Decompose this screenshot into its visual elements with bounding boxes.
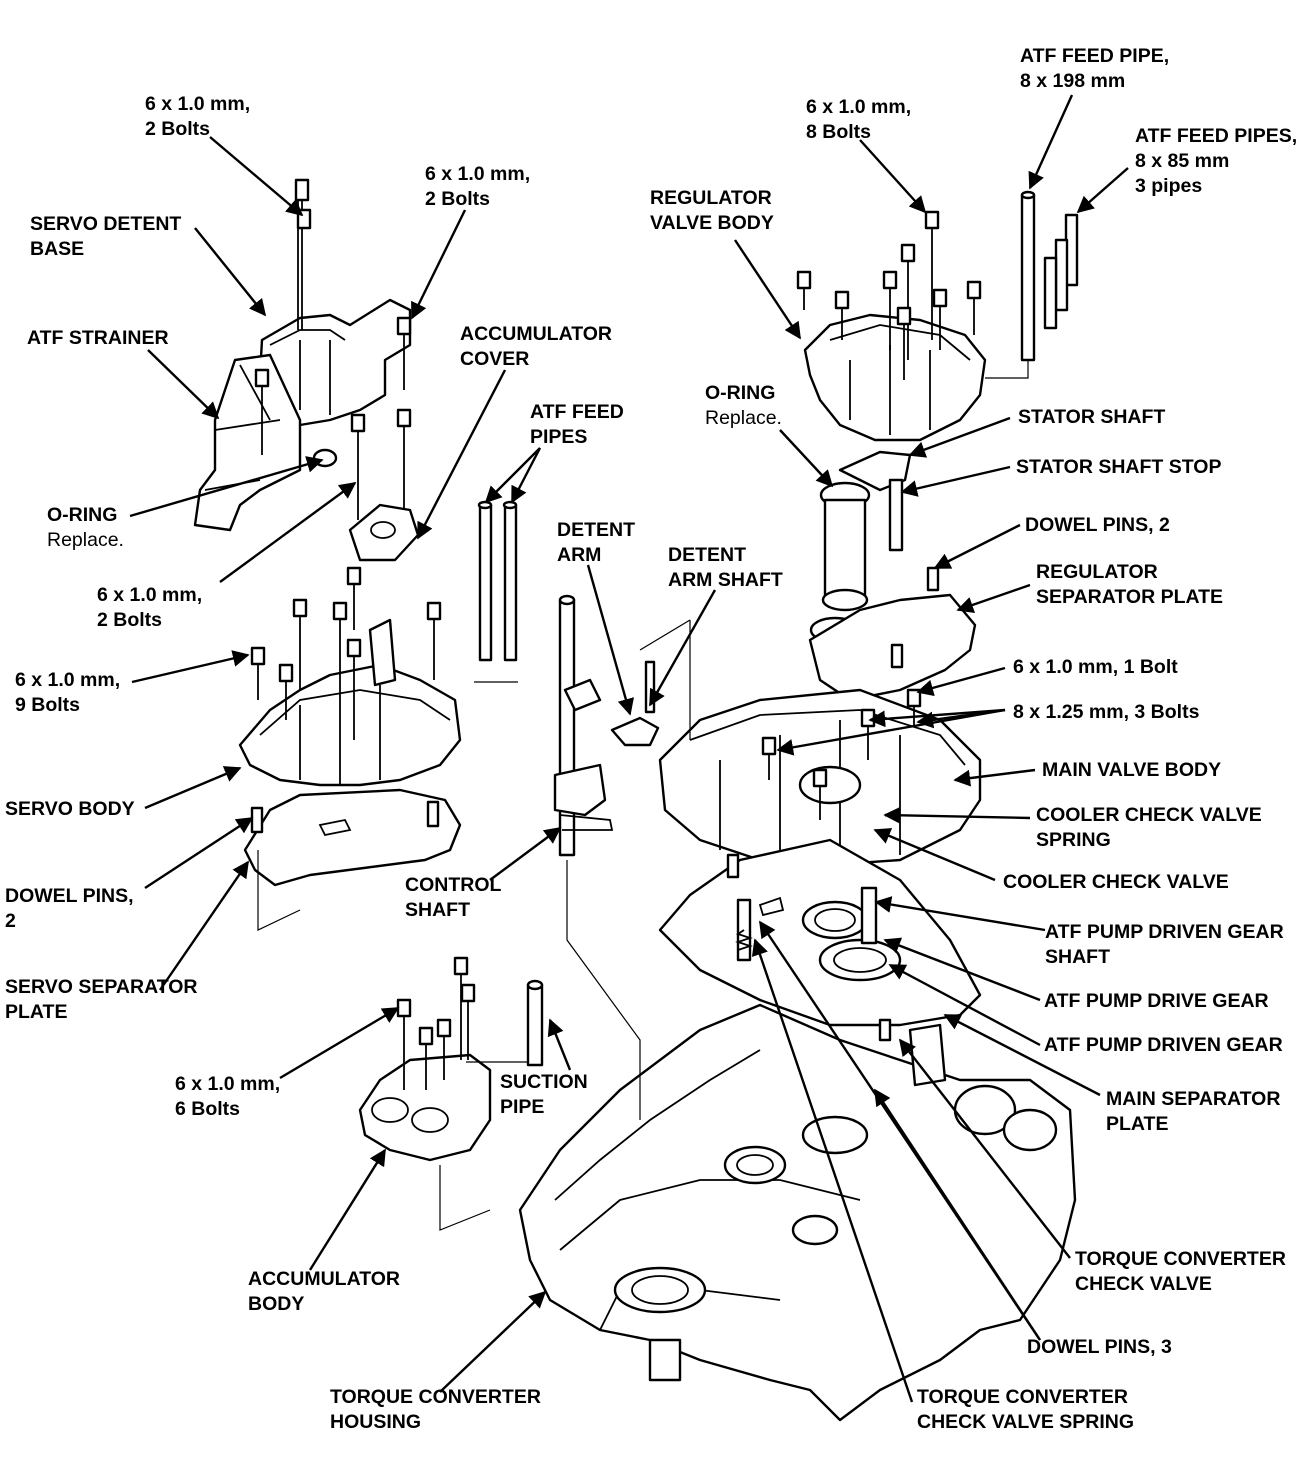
accumulator-cover-drawing xyxy=(348,503,420,562)
label-atf-pump-drive-gear: ATF PUMP DRIVE GEAR xyxy=(1044,990,1269,1012)
label-stator-shaft-stop: STATOR SHAFT STOP xyxy=(1016,456,1222,478)
label-bolts-8x125-3: 8 x 1.25 mm, 3 Bolts xyxy=(1013,701,1200,723)
torque-converter-housing-drawing xyxy=(518,1003,1077,1422)
label-bolts-6x1-2-mid: 6 x 1.0 mm,2 Bolts xyxy=(97,584,203,631)
label-atf-strainer: ATF STRAINER xyxy=(27,327,169,349)
servo-body-drawing xyxy=(238,566,462,787)
servo-separator-plate-drawing xyxy=(243,788,462,887)
control-shaft-drawing xyxy=(553,594,614,857)
label-bolts-6x1-1: 6 x 1.0 mm, 1 Bolt xyxy=(1013,656,1178,678)
leader-lines xyxy=(129,94,1129,1403)
label-dowel-pins-3: DOWEL PINS, 3 xyxy=(1027,1336,1172,1358)
detent-arm-drawing xyxy=(610,660,660,747)
atf-feed-pipes-left-drawing xyxy=(477,500,518,662)
atf-strainer-drawing xyxy=(193,353,302,532)
atf-pump-gears-drawing xyxy=(735,886,902,1098)
label-cooler-check-valve: COOLER CHECK VALVE xyxy=(1003,871,1229,893)
label-bolts-6x1-2-servo-base: 6 x 1.0 mm,2 Bolts xyxy=(145,93,251,140)
label-bolts-6x1-8: 6 x 1.0 mm,8 Bolts xyxy=(806,96,912,143)
label-main-valve-body: MAIN VALVE BODY xyxy=(1042,759,1222,781)
accumulator-body-drawing xyxy=(358,956,492,1162)
atf-feed-pipes-right-drawing xyxy=(1020,190,1079,362)
label-dowel-pins-2-left: DOWEL PINS,2 xyxy=(5,885,134,932)
label-bolts-6x1-2-accumulator-cover: 6 x 1.0 mm,2 Bolts xyxy=(425,163,531,210)
alignment-guides xyxy=(257,360,1029,1231)
suction-pipe-drawing xyxy=(526,979,544,1067)
regulator-valve-body-drawing xyxy=(796,210,987,442)
label-stator-shaft: STATOR SHAFT xyxy=(1018,406,1166,428)
stator-shaft-drawing xyxy=(809,450,912,644)
label-bolts-6x1-9: 6 x 1.0 mm,9 Bolts xyxy=(15,669,121,716)
label-atf-feed-pipe-198: ATF FEED PIPE,8 x 198 mm xyxy=(1020,45,1170,92)
label-dowel-pins-2-right: DOWEL PINS, 2 xyxy=(1025,514,1170,536)
label-servo-body: SERVO BODY xyxy=(5,798,135,820)
label-atf-pump-driven-gear: ATF PUMP DRIVEN GEAR xyxy=(1044,1034,1283,1056)
label-bolts-6x1-6: 6 x 1.0 mm,6 Bolts xyxy=(175,1073,281,1120)
